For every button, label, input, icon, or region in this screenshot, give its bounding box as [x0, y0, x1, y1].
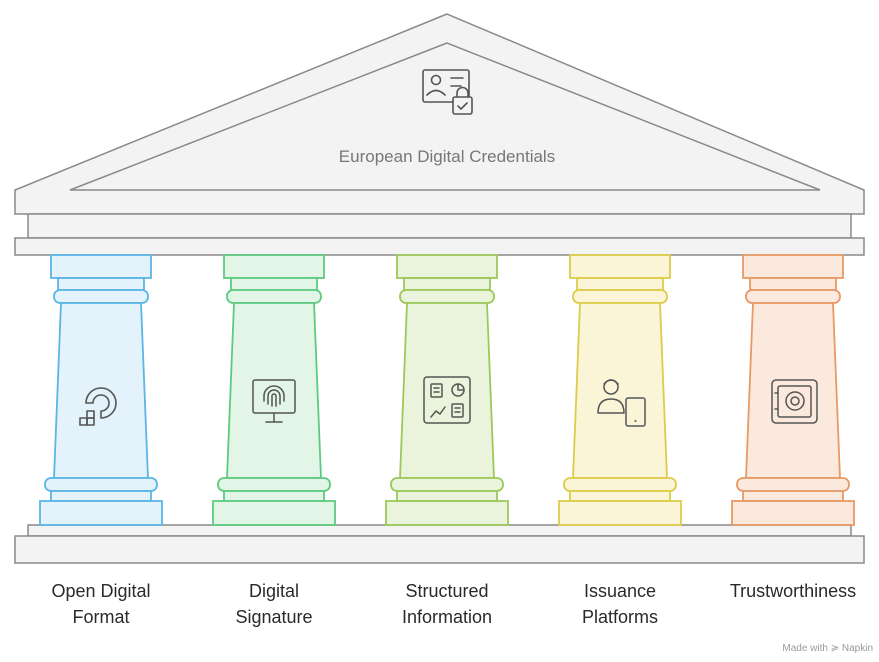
pillar-base-neck	[742, 490, 844, 502]
pillar-label-line1: Structured	[405, 581, 489, 601]
pillar-label-line1: Issuance	[583, 581, 657, 601]
pillar-plinth	[558, 500, 682, 526]
entablature-lower	[14, 237, 865, 256]
safe-vault-icon	[771, 379, 818, 424]
pillar-top-block	[223, 254, 325, 279]
pillar-base-neck	[223, 490, 325, 502]
pillar-label-line2: Platforms	[581, 607, 659, 627]
napkin-watermark: Made with ≽ Napkin	[782, 643, 873, 654]
pillar-base-neck	[50, 490, 152, 502]
pillar-base-ring	[217, 477, 331, 492]
pillars-group	[39, 254, 855, 526]
pillar-top-block	[569, 254, 671, 279]
pillar-label-line1: Trustworthiness	[729, 581, 857, 601]
pillar-label-trustworthiness: Trustworthiness	[708, 578, 878, 604]
pillar-capital-ring	[53, 289, 149, 304]
pillar-label-line2: Format	[72, 607, 130, 627]
pillar-plinth	[212, 500, 336, 526]
pillar-label-structured-information: Structured Information	[362, 578, 532, 630]
pillar-capital-neck	[749, 277, 837, 291]
dashboard-widgets-icon	[423, 376, 471, 424]
fingerprint-monitor-icon	[252, 379, 296, 423]
pillar-label-open-digital-format: Open Digital Format	[16, 578, 186, 630]
pillar-capital-neck	[230, 277, 318, 291]
pillar-label-line2: Information	[401, 607, 493, 627]
pillar-shaft	[53, 302, 149, 479]
pillar-capital-neck	[57, 277, 145, 291]
id-card-lock-icon	[422, 69, 473, 115]
pillar-base-ring	[44, 477, 158, 492]
pillar-top-block	[742, 254, 844, 279]
pillar-5	[731, 254, 855, 526]
pillar-base-neck	[396, 490, 498, 502]
pillar-capital-ring	[745, 289, 841, 304]
pillar-shaft	[745, 302, 841, 479]
pillar-label-issuance-platforms: Issuance Platforms	[535, 578, 705, 630]
digitalocean-icon	[79, 387, 117, 426]
pillar-base-neck	[569, 490, 671, 502]
pillar-label-digital-signature: Digital Signature	[189, 578, 359, 630]
user-device-icon	[597, 379, 646, 427]
pillar-capital-ring	[572, 289, 668, 304]
pillar-base-ring	[390, 477, 504, 492]
pillar-plinth	[385, 500, 509, 526]
stylobate-upper	[27, 524, 852, 537]
pillar-top-block	[396, 254, 498, 279]
pillar-capital-neck	[576, 277, 664, 291]
pillar-shaft	[572, 302, 668, 479]
pillar-1	[39, 254, 163, 526]
pillar-label-line2: Signature	[235, 607, 313, 627]
pillar-label-line1: Digital	[248, 581, 300, 601]
pillar-base-ring	[563, 477, 677, 492]
pillar-capital-neck	[403, 277, 491, 291]
pillar-shaft	[399, 302, 495, 479]
pillar-label-line1: Open Digital	[51, 581, 151, 601]
pillar-plinth	[39, 500, 163, 526]
diagram-title: European Digital Credentials	[339, 147, 555, 166]
pillar-3	[385, 254, 509, 526]
pillar-plinth	[731, 500, 855, 526]
pillar-4	[558, 254, 682, 526]
pillar-capital-ring	[226, 289, 322, 304]
pillar-top-block	[50, 254, 152, 279]
entablature-upper	[27, 213, 852, 239]
stylobate-lower	[14, 535, 865, 564]
pediment-inner	[69, 42, 821, 191]
pillar-capital-ring	[399, 289, 495, 304]
pillar-base-ring	[736, 477, 850, 492]
